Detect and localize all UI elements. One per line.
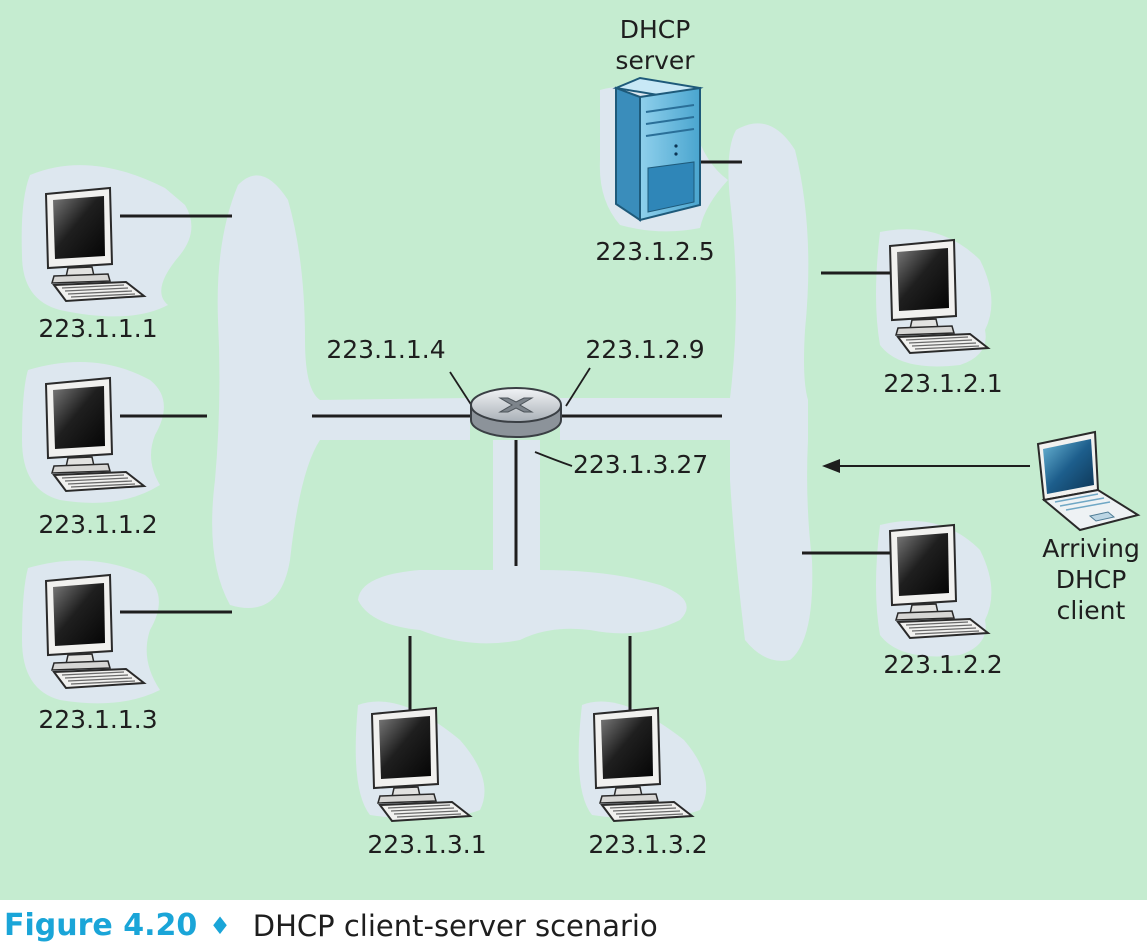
dhcp-server-address: 223.1.2.5 [595,237,714,266]
host-address-h121: 223.1.2.1 [883,369,1002,398]
laptop-icon [1036,430,1141,532]
host-address-h132: 223.1.3.2 [588,830,707,859]
server-icon [612,76,704,222]
host-address-h131: 223.1.3.1 [367,830,486,859]
figure-number: Figure 4.20 [4,908,198,943]
labels: DHCP server 223.1.2.5 223.1.1.1 223.1.1.… [38,15,1139,859]
host-address-h113: 223.1.1.3 [38,705,157,734]
interface-pointers [449,367,591,467]
host-address-h112: 223.1.1.2 [38,510,157,539]
host-address-h111: 223.1.1.1 [38,314,157,343]
arriving-client-label-2: DHCP [1056,565,1127,594]
caption-separator: ♦ [209,911,231,940]
arrival-arrow [822,459,1030,473]
subnet-blobs [212,123,813,661]
router-interface-left: 223.1.1.4 [326,335,445,364]
router-interface-right: 223.1.2.9 [585,335,704,364]
router-icon [470,387,562,438]
host-address-h122: 223.1.2.2 [883,650,1002,679]
network-diagram: DHCP server 223.1.2.5 223.1.1.1 223.1.1.… [0,0,1147,900]
figure-title: DHCP client-server scenario [252,908,658,943]
links [120,160,893,718]
arriving-client-label-1: Arriving [1042,534,1140,563]
router-interface-bottom: 223.1.3.27 [573,450,708,479]
dhcp-server-label-2: server [615,46,695,75]
figure-caption: Figure 4.20 ♦ DHCP client-server scenari… [0,900,1147,951]
dhcp-server-label-1: DHCP [620,15,691,44]
arriving-client-label-3: client [1057,596,1126,625]
